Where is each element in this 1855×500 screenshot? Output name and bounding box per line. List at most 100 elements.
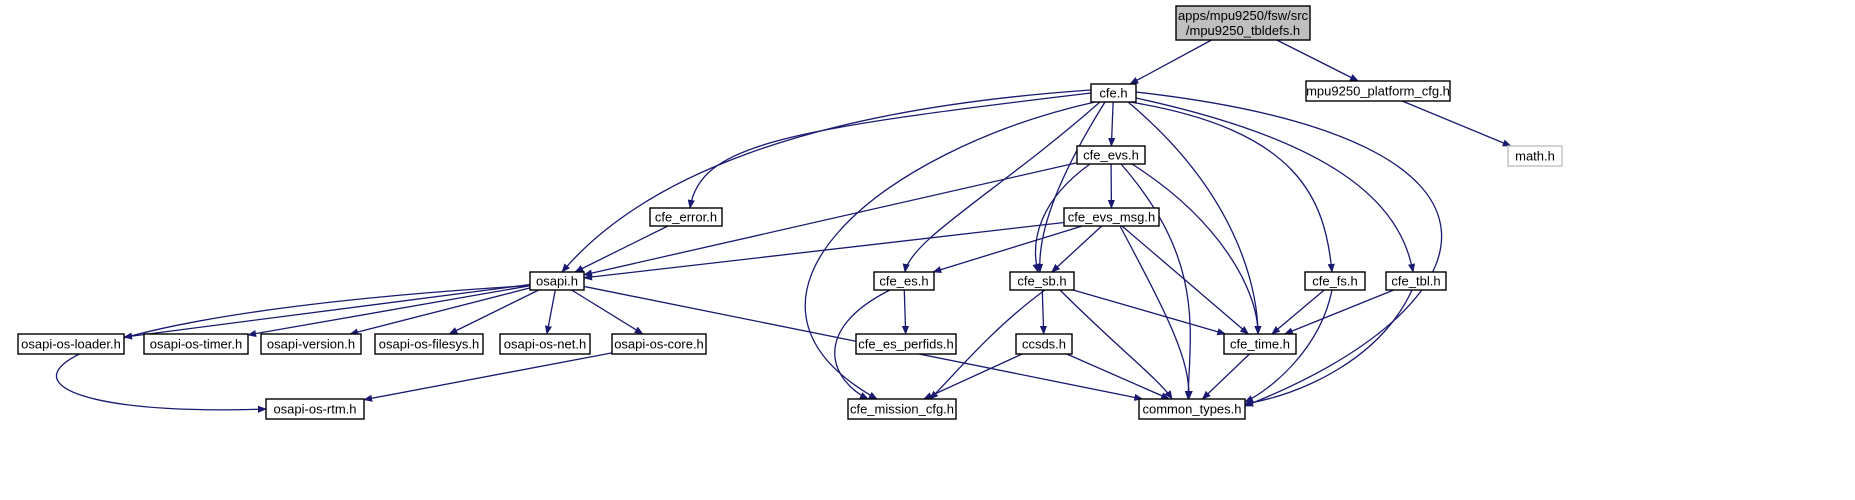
node-box: [1223, 333, 1297, 355]
node-core[interactable]: osapi-os-core.h: [611, 333, 707, 355]
node-label: cfe_es.h: [879, 274, 928, 289]
node-osapi[interactable]: osapi.h: [529, 271, 585, 291]
node-evsmsg[interactable]: cfe_evs_msg.h: [1063, 207, 1160, 227]
node-sb[interactable]: cfe_sb.h: [1009, 271, 1075, 291]
node-box: [17, 333, 125, 355]
node-version[interactable]: osapi-version.h: [260, 333, 362, 355]
edge-osapi-to-filesys: [448, 289, 540, 335]
node-error[interactable]: cfe_error.h: [649, 207, 723, 227]
edge-evs-to-sb: [1032, 163, 1091, 273]
edge-evsmsg-to-osapi: [583, 221, 1065, 281]
node-box: [855, 333, 957, 355]
node-box: [1305, 80, 1451, 102]
node-evs[interactable]: cfe_evs.h: [1076, 145, 1146, 165]
node-label: cfe_evs.h: [1083, 148, 1139, 163]
node-net[interactable]: osapi-os-net.h: [499, 333, 591, 355]
edges-layer: [55, 39, 1512, 413]
edge-evs-to-common: [1120, 163, 1192, 400]
node-box: [499, 333, 591, 355]
node-label: osapi-os-rtm.h: [273, 402, 356, 417]
node-label: osapi-os-filesys.h: [379, 337, 479, 352]
node-loader[interactable]: osapi-os-loader.h: [17, 333, 125, 355]
node-box: [611, 333, 707, 355]
node-math[interactable]: math.h: [1507, 145, 1563, 167]
node-common[interactable]: common_types.h: [1138, 398, 1246, 420]
edge-es-to-perfids: [901, 289, 910, 335]
node-box: [1175, 5, 1311, 41]
node-box: [1090, 83, 1137, 103]
edge-osapi-to-loader: [123, 283, 531, 340]
edge-cfe-to-tbl: [1135, 97, 1416, 273]
edge-evsmsg-to-time: [1121, 225, 1249, 335]
node-box: [1015, 333, 1073, 355]
node-box: [649, 207, 723, 227]
edge-osapi-to-net: [544, 289, 556, 335]
node-time[interactable]: cfe_time.h: [1223, 333, 1297, 355]
node-box: [873, 271, 935, 291]
edge-sb-to-mission: [929, 289, 1046, 400]
node-tbl[interactable]: cfe_tbl.h: [1385, 271, 1447, 291]
node-label: cfe_es_perfids.h: [858, 337, 953, 352]
edge-evs-to-time: [1131, 163, 1262, 335]
edge-evsmsg-to-sb: [1051, 225, 1103, 273]
edge-cfe-to-common: [1135, 91, 1443, 407]
edge-evsmsg-to-common: [1119, 225, 1193, 400]
edge-core-to-rtm: [363, 352, 613, 402]
node-label: cfe_sb.h: [1017, 274, 1066, 289]
edge-osapi-to-timer: [247, 285, 531, 338]
node-label: osapi-os-core.h: [614, 337, 704, 352]
node-label: cfe_tbl.h: [1391, 274, 1440, 289]
node-box: [1138, 398, 1246, 420]
edge-osapi-to-core: [571, 289, 644, 335]
edge-cfe-to-error: [687, 92, 1092, 209]
node-rtm[interactable]: osapi-os-rtm.h: [265, 398, 365, 420]
node-timer[interactable]: osapi-os-timer.h: [143, 333, 249, 355]
edge-root-to-platcfg: [1276, 39, 1359, 82]
node-box: [1009, 271, 1075, 291]
node-root[interactable]: apps/mpu9250/fsw/src/mpu9250_tbldefs.h: [1175, 5, 1311, 41]
edge-cfe-to-es: [902, 101, 1101, 273]
node-label: common_types.h: [1143, 402, 1242, 417]
edge-osapi-to-rtm: [55, 284, 541, 413]
edge-cfe-to-mission: [804, 101, 1096, 400]
node-label: ccsds.h: [1022, 337, 1066, 352]
node-label: osapi-os-loader.h: [21, 337, 121, 352]
node-label: osapi-os-net.h: [504, 337, 586, 352]
node-label: osapi.h: [536, 274, 578, 289]
node-cfe[interactable]: cfe.h: [1090, 83, 1137, 103]
node-box: [1304, 271, 1366, 291]
edge-sb-to-common: [1059, 289, 1173, 400]
edge-evsmsg-to-es: [932, 225, 1083, 274]
node-box: [1063, 207, 1160, 227]
edge-sb-to-ccsds: [1039, 289, 1048, 335]
edge-es-to-mission: [834, 289, 891, 400]
node-platcfg[interactable]: mpu9250_platform_cfg.h: [1305, 80, 1451, 102]
edge-cfe-to-osapi: [561, 89, 1092, 273]
node-label: cfe_mission_cfg.h: [850, 402, 954, 417]
node-filesys[interactable]: osapi-os-filesys.h: [374, 333, 484, 355]
node-label: math.h: [1515, 149, 1555, 164]
edge-evs-to-osapi: [583, 162, 1078, 277]
node-box: [143, 333, 249, 355]
node-es[interactable]: cfe_es.h: [873, 271, 935, 291]
edge-root-to-cfe: [1129, 39, 1212, 85]
node-box: [374, 333, 484, 355]
edge-tbl-to-common: [1244, 289, 1413, 407]
node-perfids[interactable]: cfe_es_perfids.h: [855, 333, 957, 355]
node-box: [847, 398, 957, 420]
node-fs[interactable]: cfe_fs.h: [1304, 271, 1366, 291]
node-label: apps/mpu9250/fsw/src: [1178, 8, 1309, 23]
node-label: osapi-os-timer.h: [150, 337, 242, 352]
node-label: cfe_time.h: [1230, 337, 1290, 352]
node-label: mpu9250_platform_cfg.h: [1306, 84, 1450, 99]
node-ccsds[interactable]: ccsds.h: [1015, 333, 1073, 355]
edge-osapi-to-version: [349, 287, 531, 336]
edge-cfe-to-fs: [1129, 101, 1335, 273]
node-label: /mpu9250_tbldefs.h: [1186, 23, 1300, 38]
node-box: [1076, 145, 1146, 165]
node-label: cfe_error.h: [655, 210, 717, 225]
edge-fs-to-time: [1271, 289, 1325, 335]
node-box: [1507, 145, 1563, 167]
node-mission[interactable]: cfe_mission_cfg.h: [847, 398, 957, 420]
